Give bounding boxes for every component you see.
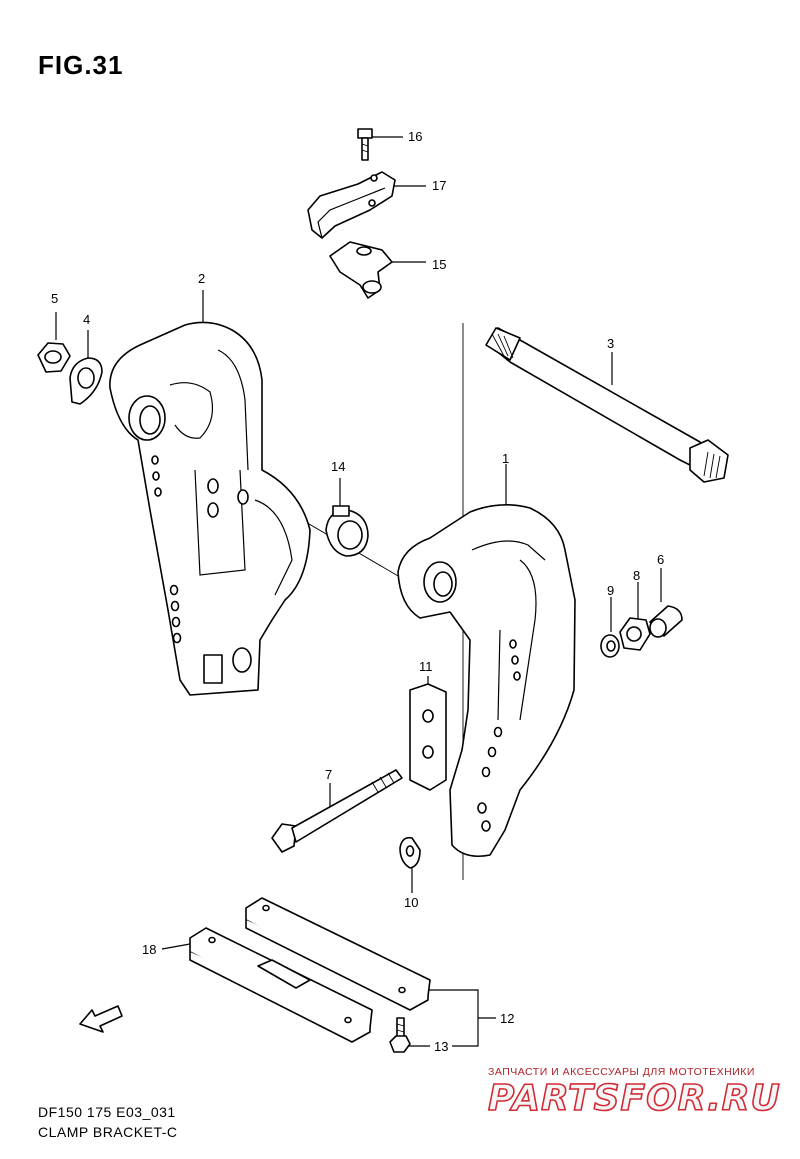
plate-11 bbox=[409, 683, 447, 791]
part-label-6: 6 bbox=[657, 552, 665, 567]
part-label-15: 15 bbox=[432, 257, 447, 272]
nut-5 bbox=[37, 342, 71, 373]
part-label-12: 12 bbox=[500, 1011, 515, 1026]
nut-8 bbox=[619, 617, 651, 651]
figure-title: FIG.31 bbox=[38, 50, 124, 80]
watermark-tagline: ЗАПЧАСТИ И АКСЕССУАРЫ ДЛЯ МОТОТЕХНИКИ bbox=[488, 1066, 755, 1078]
part-label-5: 5 bbox=[51, 291, 59, 306]
part-label-11: 11 bbox=[419, 659, 433, 674]
washer-9 bbox=[600, 634, 620, 658]
part-label-1: 1 bbox=[502, 451, 510, 466]
part-label-10: 10 bbox=[404, 895, 419, 910]
plate-15 bbox=[329, 241, 393, 299]
part-label-17: 17 bbox=[432, 178, 447, 193]
part-label-8: 8 bbox=[633, 568, 641, 583]
part-label-9: 9 bbox=[607, 583, 615, 598]
part-label-2: 2 bbox=[198, 271, 206, 286]
part-label-7: 7 bbox=[325, 767, 333, 782]
collar-6 bbox=[649, 605, 683, 638]
part-label-18: 18 bbox=[142, 942, 157, 957]
watermark-brand: PARTSFOR.RU bbox=[487, 1077, 781, 1120]
washer-4 bbox=[69, 357, 103, 405]
diagram-code: DF150 175 E03_031 bbox=[38, 1104, 176, 1120]
plate-12 bbox=[245, 897, 431, 1011]
bolt-13 bbox=[389, 1017, 411, 1053]
bolt-7 bbox=[271, 769, 403, 853]
cover-17 bbox=[307, 171, 396, 239]
bolt-16 bbox=[357, 128, 373, 161]
part-label-13: 13 bbox=[434, 1039, 449, 1054]
plate-18 bbox=[189, 927, 373, 1043]
washer-10 bbox=[399, 836, 421, 869]
clamp-bracket-2 bbox=[109, 321, 311, 696]
clamp-bracket-1 bbox=[397, 504, 576, 858]
bushing-14 bbox=[325, 505, 369, 557]
fwd-arrow-icon bbox=[79, 1005, 123, 1033]
shaft-3 bbox=[485, 327, 729, 483]
part-label-14: 14 bbox=[331, 459, 346, 474]
diagram-caption: CLAMP BRACKET-C bbox=[38, 1124, 178, 1140]
part-label-4: 4 bbox=[83, 312, 91, 327]
part-label-3: 3 bbox=[607, 336, 615, 351]
part-label-16: 16 bbox=[408, 129, 423, 144]
